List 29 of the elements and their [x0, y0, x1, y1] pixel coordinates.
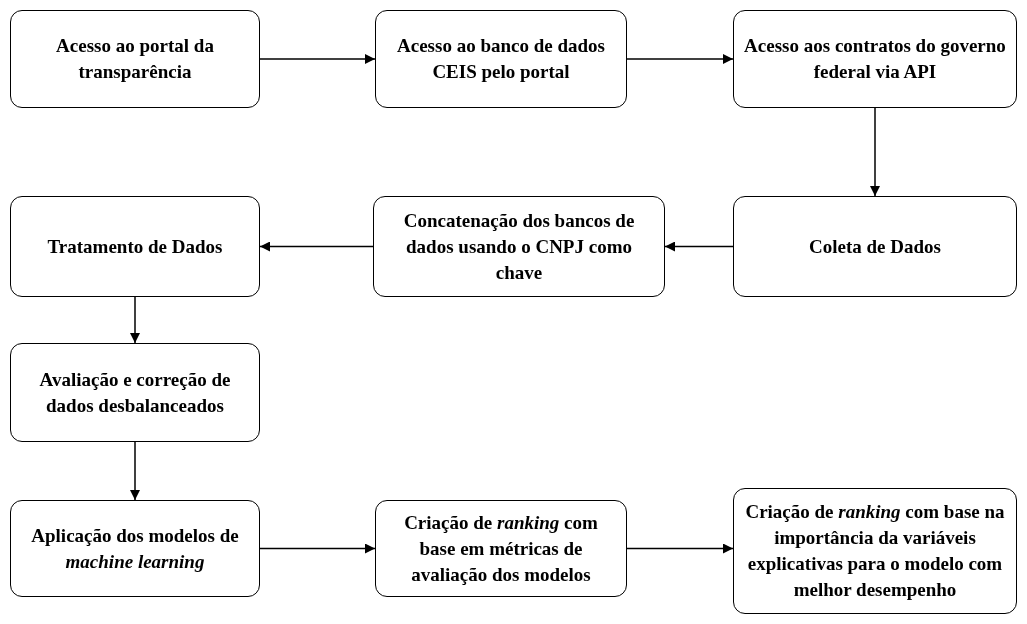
- process-box: [375, 500, 627, 597]
- process-box: [10, 196, 260, 297]
- box-text: Criação de ranking com base na importância da variáveis explicativas para o modelo com melhor desempenho: [744, 500, 1006, 602]
- box-text: Tratamento de Dados: [47, 234, 223, 259]
- box-text: Acesso aos contratos do governo federal via API: [743, 34, 1007, 84]
- box-text: Avaliação e correção de dados desbalanceados: [38, 367, 232, 418]
- process-box: [733, 488, 1017, 614]
- process-box: [733, 196, 1017, 297]
- box-text: Coleta de Dados: [809, 234, 941, 259]
- process-box: [733, 10, 1017, 108]
- arrow: [870, 107, 880, 197]
- arrow: [130, 296, 140, 344]
- arrow: [626, 543, 734, 554]
- arrow: [626, 54, 734, 64]
- box-text: Criação de ranking com base em métricas de avaliação dos modelos: [403, 510, 599, 587]
- box-text: Aplicação dos modelos de machine learning: [30, 523, 240, 574]
- box-text: Acesso ao portal da transparência: [55, 34, 215, 84]
- process-box: [10, 343, 260, 442]
- arrow: [259, 54, 376, 64]
- process-box: [10, 500, 260, 597]
- process-box: [373, 196, 665, 297]
- process-box: [375, 10, 627, 108]
- box-text: Acesso ao banco de dados CEIS pelo portal: [396, 34, 606, 84]
- process-box: [10, 10, 260, 108]
- arrow: [259, 543, 376, 554]
- arrow: [130, 441, 140, 501]
- arrow: [664, 241, 734, 252]
- box-text: Concatenação dos bancos de dados usando o CNPJ como chave: [402, 208, 636, 285]
- arrow: [259, 241, 374, 252]
